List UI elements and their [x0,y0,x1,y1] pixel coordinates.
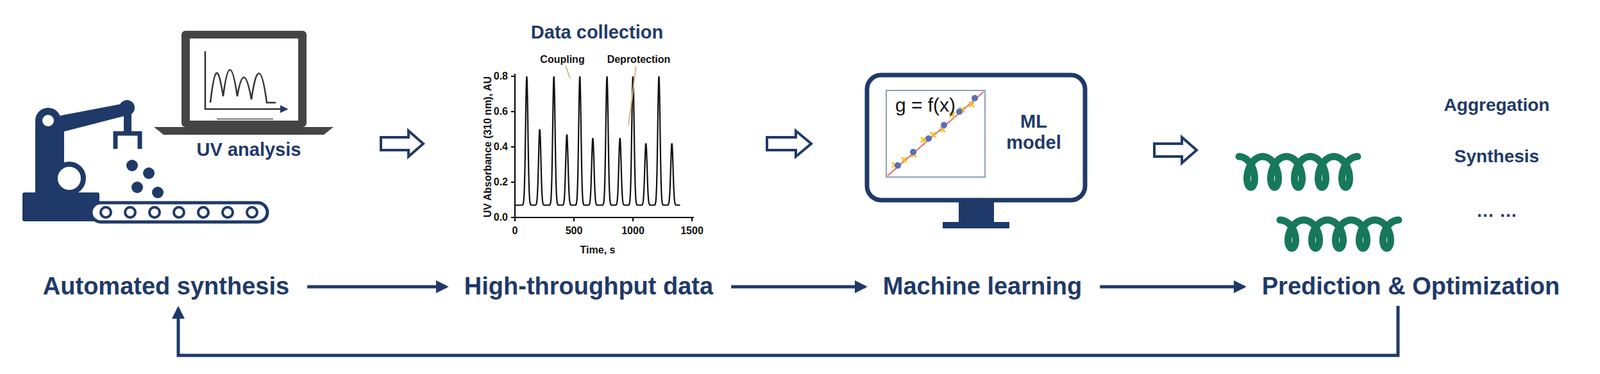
text-label: ML model [995,110,1072,154]
conveyor-belt [91,202,268,222]
flow-arrow [731,285,866,289]
axis-label: 1000 [621,225,645,237]
monitor [867,75,1086,229]
axis-label: 0.8 [493,70,508,83]
flow-arrow [1099,285,1245,289]
stage-label: Prediction & Optimization [1256,269,1565,304]
feedback-arrow [178,305,1398,356]
axis-label: 500 [565,225,583,237]
text-label: UV analysis [196,139,302,161]
stage-title: High-throughput data [464,272,714,301]
stage-title: Machine learning [883,272,1082,301]
stage-title: Automated synthesis [42,272,290,301]
uv-chart [511,66,694,222]
peptide-helix [1238,156,1399,249]
axis-label: 0.0 [493,211,508,224]
stage-title: Prediction & Optimization [1262,272,1560,301]
axis-label: Time, s [580,244,616,256]
text-label: Aggregation [1444,94,1550,116]
axis-label: 0.6 [493,105,508,118]
text-label: … … [1476,200,1518,222]
laptop [153,30,334,135]
flow-arrow [307,285,447,289]
text-label: Data collection [530,21,664,43]
text-label: Deprotection [607,53,671,66]
axis-label: 0.2 [493,176,508,188]
text-label: Synthesis [1454,146,1540,167]
stage-label: Machine learning [877,269,1087,304]
stage-label: High-throughput data [459,269,719,304]
axis-label: 1500 [680,225,704,237]
text-label: Coupling [539,53,585,66]
axis-label: 0 [512,225,519,237]
stage-label: Automated synthesis [37,269,295,304]
axis-label: 0.4 [493,141,508,153]
text-label: g = f(x) [895,94,956,117]
axis-label: UV Absorbance (310 nm), AU [482,76,494,218]
